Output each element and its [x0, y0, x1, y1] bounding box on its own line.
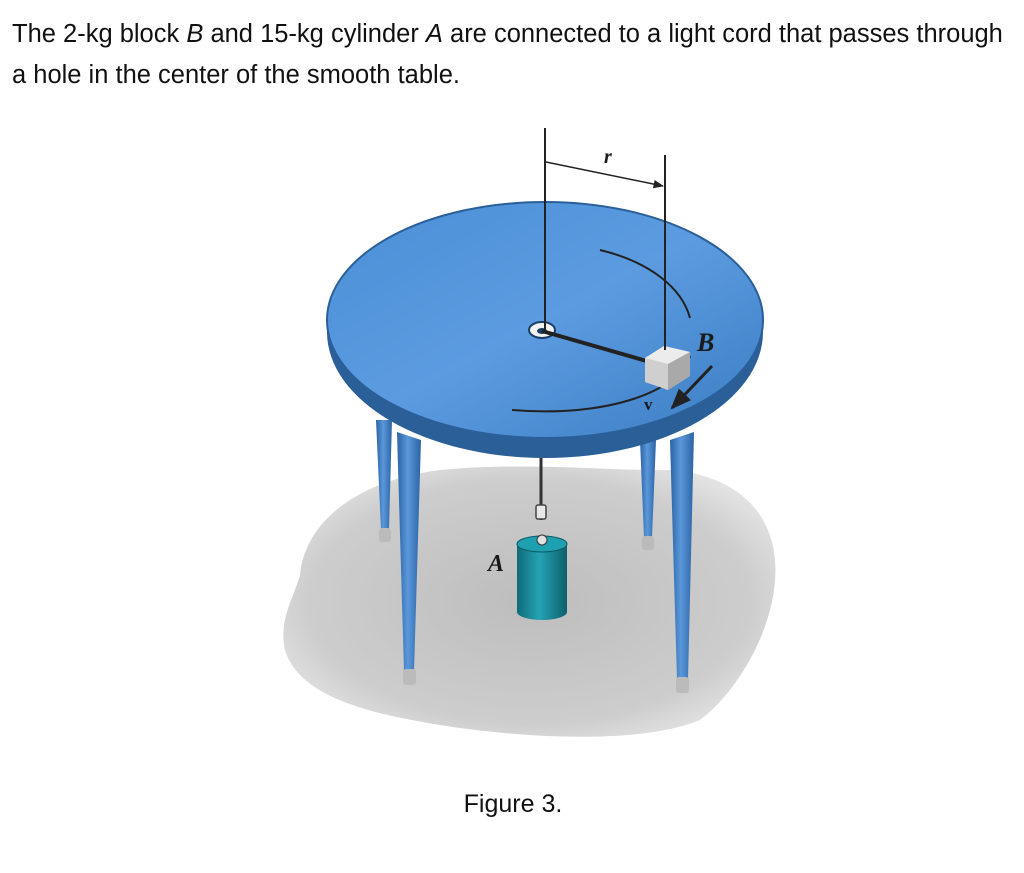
- label-a: A: [486, 551, 504, 577]
- cord-hook: [535, 504, 547, 520]
- table-leg-front-left: [397, 432, 421, 685]
- path-arc-upper: [599, 249, 691, 319]
- problem-block-symbol: B: [186, 20, 204, 48]
- problem-text-2: and 15-kg cylinder: [203, 20, 426, 48]
- label-v: v: [644, 395, 653, 414]
- velocity-arrow: [670, 364, 714, 410]
- problem-text-3: are connected to a light cord that passe…: [12, 20, 1003, 89]
- label-r: r: [604, 146, 612, 168]
- block-b: [645, 346, 690, 390]
- cylinder-a: [516, 534, 568, 620]
- problem-text-1: The 2-kg block: [12, 20, 187, 48]
- table-cord: [541, 329, 651, 364]
- table-leg-back-left: [376, 420, 392, 542]
- figure-caption: Figure 3.: [0, 790, 1024, 819]
- label-b: B: [696, 328, 714, 357]
- radius-dimension-arrow: [545, 161, 665, 189]
- table-leg-front-right: [670, 432, 694, 693]
- problem-statement: The 2-kg block B and 15-kg cylinder A ar…: [12, 14, 1012, 96]
- figure-caption-text: Figure 3.: [463, 790, 563, 818]
- problem-cylinder-symbol: A: [425, 20, 443, 48]
- table-leg-back-right: [640, 440, 656, 550]
